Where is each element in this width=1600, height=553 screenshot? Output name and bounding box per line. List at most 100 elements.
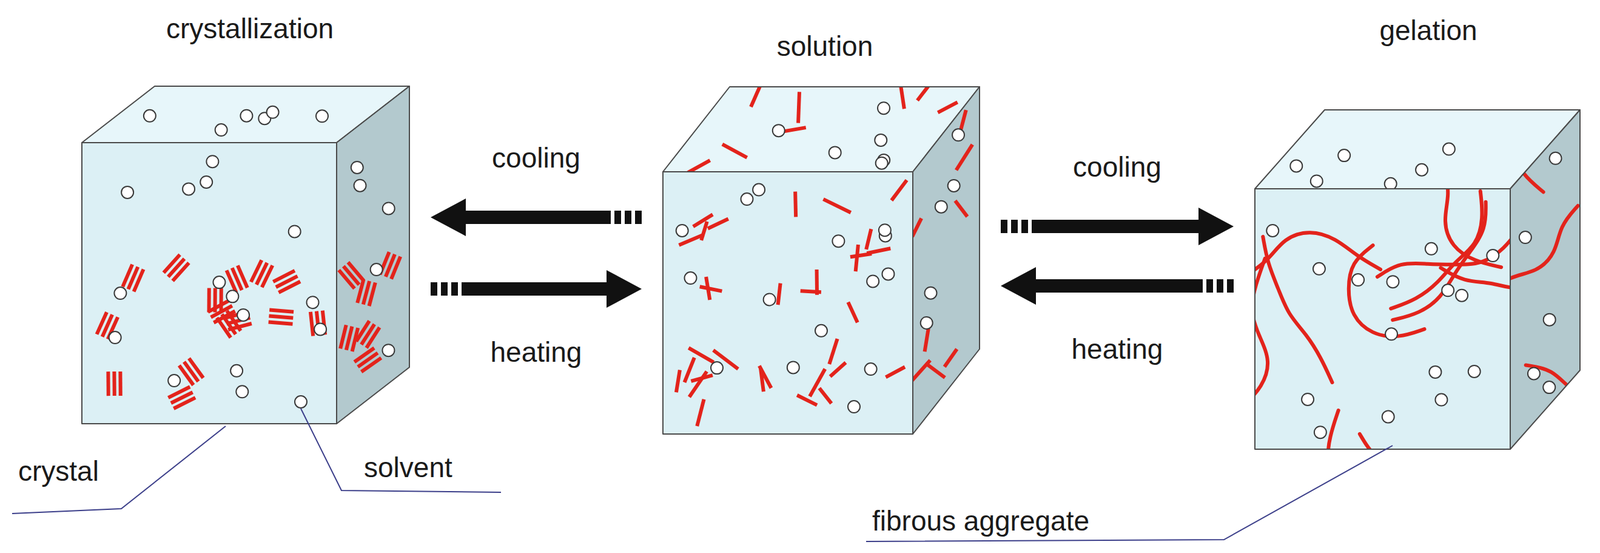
fiber-strand [1440,140,1502,267]
transition-arrow [1000,266,1234,305]
solvent-molecule [226,289,239,303]
face-content [339,161,401,372]
cube-face-side [336,86,410,424]
solvent-molecule [710,361,723,374]
solute-rod [917,83,931,101]
state-title: gelation [1379,15,1477,47]
cube-face-front [81,142,337,424]
cube-edge [662,171,913,434]
solvent-molecule [382,201,395,215]
crystal-cluster [357,278,376,306]
solute-rod [823,198,851,213]
solvent-molecule [370,263,383,276]
crystal-cluster [226,265,248,293]
arrow-tail-dash [635,210,642,224]
solute-rod [693,214,713,227]
process-label: heating [490,336,583,368]
crystal-cluster [168,386,196,409]
crystal-cluster [380,251,401,279]
solute-rod [796,394,817,405]
arrow-tail-dash [451,282,458,296]
solute-rod [924,328,929,352]
solute-rod [847,302,858,323]
solute-rod [676,369,680,393]
solvent-molecule [847,400,861,413]
leader-line [866,445,1393,542]
cube-node: crystallization [81,7,410,424]
solvent-molecule [1266,224,1279,237]
crystal-bar [343,265,360,285]
solute-rod [815,269,819,295]
crystal-bar [208,300,230,312]
crystal-bar [178,365,193,385]
solvent-molecule [109,331,122,344]
crystal-bar [357,278,364,303]
solvent-molecule [314,322,327,335]
crystal-cluster [272,270,301,293]
face-content [687,81,958,173]
crystal-cluster [122,264,144,292]
arrow-tail-dash [1011,219,1018,233]
cube-face-side [912,86,980,434]
solvent-molecule [182,182,195,195]
solvent-molecule [306,295,320,309]
solvent-molecule [874,134,887,147]
solvent-molecule [952,128,965,141]
solvent-molecule [143,109,156,122]
crystal-cluster [107,371,121,396]
transition-arrow [430,198,642,236]
leader-line [12,425,226,514]
solvent-molecule [294,395,307,408]
crystal-bar [163,254,181,273]
fiber-strand [1452,58,1543,192]
solvent-molecule [230,364,243,377]
solute-rod [689,371,707,397]
crystal-cluster [268,309,294,324]
crystal-bar [122,264,133,287]
solvent-molecule [1351,273,1365,286]
arrow-tail-dash [430,282,438,296]
arrow-body [1000,266,1203,305]
leader-line [300,408,501,492]
solvent-molecule [1337,149,1351,162]
solute-rod [722,144,748,158]
crystal-cluster [251,260,273,288]
solvent-molecule [763,292,776,306]
solvent-molecule [114,286,127,300]
cube-node: solution [662,24,980,434]
crystal-bar [226,269,237,293]
solvent-molecule [920,316,933,329]
solute-rod [760,368,764,392]
solute-rod [850,253,872,257]
solvent-molecule [1425,242,1438,255]
solvent-molecule [1313,262,1326,275]
crystal-bar [354,347,375,362]
solute-rod [688,347,714,363]
arrow-tail-dash [624,210,632,224]
crystal-bar [369,282,376,306]
arrow-tail-dash [440,282,448,296]
solvent-molecule [1301,393,1314,406]
crystal-bar [221,314,236,335]
transition-arrow [1000,207,1234,246]
solvent-molecule [1384,177,1397,190]
solute-rod [956,144,973,170]
solvent-molecule [1441,283,1454,296]
fiber-strand [1440,267,1595,288]
cube-edge [81,142,337,424]
solvent-molecule [866,274,879,287]
solute-rod [925,362,945,378]
callout-label: crystal [18,455,99,487]
crystal-bar [346,326,353,350]
solvent-molecule [1468,365,1481,378]
cube-edge [1254,188,1511,449]
arrow-tail-dash [1226,278,1234,293]
solute-rod [687,160,710,173]
solvent-molecule [832,234,845,247]
solvent-molecule [1435,393,1448,406]
crystal-cluster [356,320,380,348]
crystal-bar [268,315,293,318]
crystal-bar [97,311,107,334]
solvent-molecule [1415,163,1428,176]
crystal-cluster [340,324,358,352]
